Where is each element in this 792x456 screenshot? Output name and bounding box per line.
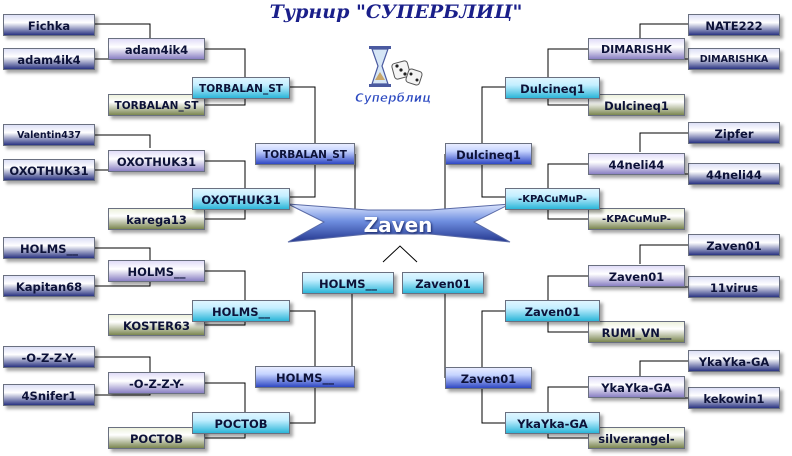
left-r1-player-4[interactable]: OXOTHUK31: [3, 159, 95, 181]
hourglass-icon: [369, 46, 391, 87]
right-r1-player-7[interactable]: YkaYka-GA: [688, 350, 780, 372]
right-qf-2[interactable]: -KPACuMuP-: [505, 188, 600, 210]
left-r2-winner-2[interactable]: OXOTHUK31: [108, 150, 205, 172]
left-r2-winner-1[interactable]: adam4ik4: [108, 38, 205, 60]
left-r1-player-7[interactable]: -O-Z-Z-Y-: [3, 346, 95, 368]
right-r1-player-2[interactable]: DIMARISHKA: [688, 48, 780, 70]
champion-ribbon: [287, 203, 511, 243]
superblitz-logo: Суперблиц: [355, 46, 431, 105]
logo-text: Суперблиц: [355, 91, 431, 105]
right-r1-player-5[interactable]: Zaven01: [688, 234, 780, 256]
right-r1-player-4[interactable]: 44neli44: [688, 163, 780, 185]
left-finalist[interactable]: HOLMS__: [302, 272, 394, 294]
right-r1-player-6[interactable]: 11virus: [688, 276, 780, 298]
right-r2-winner-3[interactable]: Zaven01: [588, 265, 685, 287]
page-title: Турнир "СУПЕРБЛИЦ": [269, 1, 523, 23]
right-r2-seed-1[interactable]: Dulcineq1: [588, 94, 685, 116]
right-sf-2[interactable]: Zaven01: [445, 367, 532, 389]
right-r2-winner-2[interactable]: 44neli44: [588, 153, 685, 175]
right-r1-player-8[interactable]: kekowin1: [688, 387, 780, 409]
right-finalist[interactable]: Zaven01: [402, 272, 484, 294]
left-qf-3[interactable]: HOLMS__: [192, 300, 290, 322]
left-sf-2[interactable]: HOLMS__: [255, 366, 355, 388]
left-r1-player-5[interactable]: HOLMS__: [3, 237, 95, 259]
left-r1-player-2[interactable]: adam4ik4: [3, 48, 95, 70]
left-r2-seed-2[interactable]: karega13: [108, 208, 205, 230]
left-qf-2[interactable]: OXOTHUK31: [192, 188, 290, 210]
right-r2-seed-2[interactable]: -KPACuMuP-: [588, 208, 685, 230]
left-qf-4[interactable]: POCTOB: [192, 412, 290, 434]
left-r1-player-3[interactable]: Valentin437: [3, 124, 95, 146]
right-qf-1[interactable]: Dulcineq1: [505, 77, 600, 99]
left-r2-winner-3[interactable]: HOLMS__: [108, 260, 205, 282]
champion-name: Zaven: [363, 213, 433, 237]
right-r1-player-3[interactable]: Zipfer: [688, 122, 780, 144]
left-r2-seed-1[interactable]: TORBALAN_ST: [108, 94, 205, 116]
right-r2-seed-3[interactable]: RUMI_VN__: [588, 321, 685, 343]
right-qf-3[interactable]: Zaven01: [505, 300, 600, 322]
left-r1-player-1[interactable]: Fichka: [3, 14, 95, 36]
right-sf-1[interactable]: Dulcineq1: [445, 143, 532, 165]
left-r2-winner-4[interactable]: -O-Z-Z-Y-: [108, 372, 205, 394]
dice-icon: [391, 60, 423, 86]
right-r1-player-1[interactable]: NATE222: [688, 14, 780, 36]
left-r1-player-6[interactable]: Kapitan68: [3, 275, 95, 297]
left-r2-seed-4[interactable]: POCTOB: [108, 427, 205, 449]
right-r2-winner-1[interactable]: DIMARISHK: [588, 38, 685, 60]
left-r2-seed-3[interactable]: KOSTER63: [108, 314, 205, 336]
right-qf-4[interactable]: YkaYka-GA: [505, 412, 600, 434]
left-qf-1[interactable]: TORBALAN_ST: [192, 77, 290, 99]
right-r2-winner-4[interactable]: YkaYka-GA: [588, 376, 685, 398]
left-sf-1[interactable]: TORBALAN_ST: [255, 143, 355, 165]
right-r2-seed-4[interactable]: silverangel-: [588, 427, 685, 449]
left-r1-player-8[interactable]: 4Snifer1: [3, 384, 95, 406]
